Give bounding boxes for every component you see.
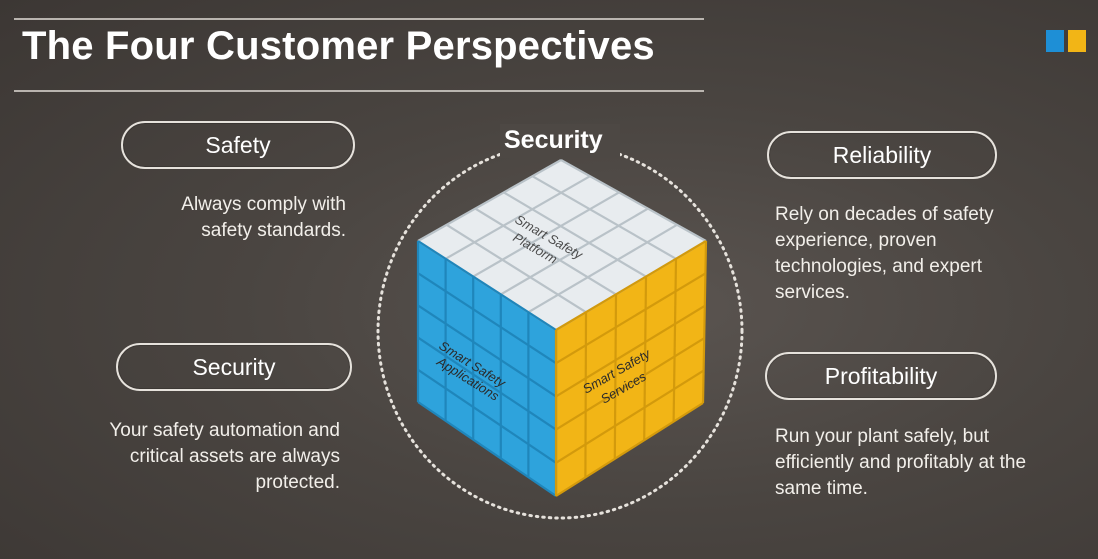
- cube-grid-line: [701, 240, 708, 404]
- logo-blue-square: [1046, 30, 1064, 52]
- cube-grid-line: [555, 402, 704, 497]
- security-desc-line: protected.: [255, 472, 341, 493]
- cube-grid-line: [417, 272, 557, 365]
- reliability-desc-line: services.: [775, 282, 850, 303]
- reliability-desc-line: experience, proven: [775, 230, 937, 251]
- cube-grid-line: [417, 336, 557, 431]
- cube-grid-line: [417, 304, 557, 398]
- cube-grid-line: [555, 337, 705, 431]
- cube-grid-line: [560, 159, 707, 242]
- reliability-desc-line: Rely on decades of safety: [775, 204, 994, 225]
- profitability-desc-line: same time.: [775, 478, 868, 499]
- slide-title: The Four Customer Perspectives: [22, 24, 655, 68]
- safety-label: Safety: [205, 131, 271, 158]
- reliability-label: Reliability: [832, 141, 932, 168]
- safety-desc-line: Always comply with: [181, 194, 346, 215]
- security-desc-line: Your safety automation and: [109, 420, 340, 441]
- circle-label: Security: [504, 126, 603, 154]
- cube-grid-line: [503, 191, 647, 278]
- cube-grid-line: [527, 223, 678, 314]
- cube-right-face: [556, 241, 706, 496]
- cube-grid-line: [445, 175, 591, 260]
- logo-yellow-square: [1068, 30, 1086, 52]
- cube-grid-line: [643, 276, 648, 441]
- reliability-pill: Reliability: [767, 131, 997, 179]
- safety-description: Always comply with safety standards.: [181, 192, 346, 244]
- cube-grid-line: [472, 191, 620, 278]
- safety-pill: Safety: [121, 121, 355, 169]
- cube-grid-line: [555, 240, 707, 331]
- profitability-description: Run your plant safely, but efficiently a…: [775, 424, 1026, 502]
- profitability-desc-line: Run your plant safely, but: [775, 426, 990, 447]
- security-label: Security: [192, 353, 276, 380]
- cube-grid-line: [555, 272, 706, 365]
- cube-top-face: [418, 160, 706, 330]
- cube-grid-line: [417, 401, 557, 497]
- cube-grid-line: [417, 240, 557, 331]
- cube-grid-line: [531, 175, 677, 260]
- security-pill: Security: [116, 343, 352, 391]
- reliability-description: Rely on decades of safety experience, pr…: [775, 202, 994, 306]
- cube-grid-line: [417, 159, 562, 242]
- cube-grid-line: [613, 294, 618, 459]
- title-top-rule: [14, 18, 704, 20]
- cube-grid-line: [446, 223, 587, 314]
- cube: [416, 159, 708, 497]
- profitability-pill: Profitability: [765, 352, 997, 400]
- cube-grid-line: [500, 207, 649, 296]
- reliability-desc-line: technologies, and expert: [775, 256, 983, 277]
- cube-grid-line: [672, 258, 678, 422]
- security-dotted-circle: [376, 142, 744, 520]
- security-desc-line: critical assets are always: [129, 446, 340, 467]
- cube-grid-line: [474, 207, 617, 296]
- label-backing: [500, 124, 620, 158]
- profitability-desc-line: efficiently and profitably at the: [775, 452, 1027, 473]
- profitability-label: Profitability: [824, 362, 938, 389]
- cube-grid-line: [584, 312, 588, 478]
- cube-grid-line: [417, 368, 557, 464]
- cube-left-face: [418, 241, 556, 496]
- security-description: Your safety automation and critical asse…: [109, 418, 340, 496]
- safety-desc-line: safety standards.: [201, 220, 346, 241]
- cube-grid: [416, 159, 708, 497]
- cube-grid-line: [555, 304, 706, 398]
- cube-grid-line: [555, 369, 705, 464]
- title-bottom-rule: [14, 90, 704, 92]
